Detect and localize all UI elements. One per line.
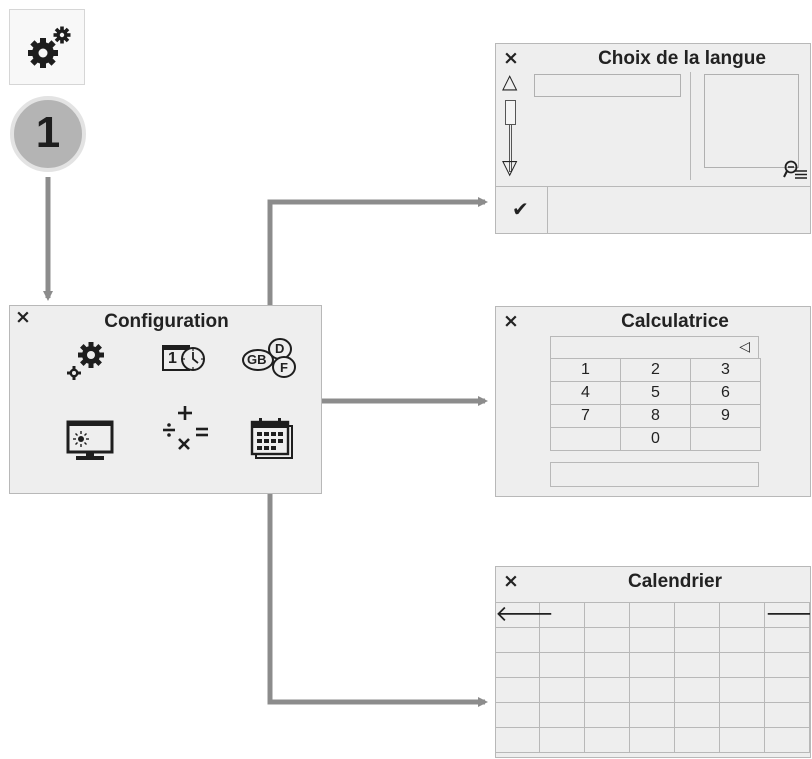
calendar-cell[interactable] bbox=[720, 703, 765, 728]
arrow-configuration-to-language bbox=[267, 197, 488, 334]
calendar-cell[interactable] bbox=[540, 678, 585, 703]
calendar-cell[interactable] bbox=[630, 678, 675, 703]
language-title: Choix de la langue bbox=[598, 48, 766, 69]
calendar-cell[interactable] bbox=[496, 628, 540, 653]
language-divider bbox=[690, 72, 691, 180]
calendar-cell[interactable] bbox=[720, 628, 765, 653]
calendar-grid: 🡐 🡒 bbox=[495, 602, 810, 753]
calendar-cell[interactable] bbox=[585, 703, 630, 728]
calc-key[interactable]: 9 bbox=[690, 404, 761, 428]
date-time-icon-graphic bbox=[162, 345, 205, 371]
calc-key[interactable]: 1 bbox=[550, 358, 621, 382]
calendar-close-button[interactable]: × bbox=[503, 570, 519, 592]
calc-key[interactable]: 5 bbox=[620, 381, 691, 405]
language-footer-divider bbox=[496, 186, 810, 187]
gears-icon bbox=[28, 26, 71, 68]
calendar-cell[interactable] bbox=[765, 678, 810, 703]
calendar-cell[interactable] bbox=[585, 678, 630, 703]
backspace-button[interactable]: ◁ bbox=[739, 339, 750, 355]
language-close-button[interactable]: × bbox=[503, 47, 519, 69]
language-preview-box bbox=[704, 74, 799, 168]
calendar-cell[interactable] bbox=[630, 703, 675, 728]
calendar-title: Calendrier bbox=[628, 571, 722, 592]
calendar-cell[interactable] bbox=[675, 678, 720, 703]
calendar-cell[interactable] bbox=[765, 703, 810, 728]
calc-key[interactable]: 8 bbox=[620, 404, 691, 428]
calendar-cell[interactable] bbox=[675, 653, 720, 678]
calendar-cell[interactable] bbox=[540, 603, 585, 628]
language-badge-d: D bbox=[275, 341, 285, 356]
calc-key[interactable]: 0 bbox=[620, 427, 691, 451]
language-footer-separator bbox=[547, 186, 548, 234]
calendar-cell[interactable] bbox=[540, 628, 585, 653]
calendar-cell[interactable] bbox=[630, 653, 675, 678]
calendar-cell[interactable] bbox=[630, 728, 675, 753]
calendar-cell[interactable] bbox=[496, 703, 540, 728]
calendar-cell[interactable] bbox=[585, 728, 630, 753]
calendar-cell[interactable] bbox=[720, 603, 765, 628]
calendar-cell[interactable] bbox=[720, 678, 765, 703]
language-badge-f: F bbox=[280, 360, 288, 375]
gears-icon-box[interactable] bbox=[9, 9, 85, 85]
calendar-cell[interactable] bbox=[540, 703, 585, 728]
date-digit: 1 bbox=[168, 350, 177, 367]
configuration-panel: × Configuration bbox=[9, 305, 322, 494]
step-number-badge: 1 bbox=[10, 96, 86, 172]
calendar-cell[interactable] bbox=[765, 628, 810, 653]
calc-key[interactable]: 4 bbox=[550, 381, 621, 405]
date-time-icon[interactable]: 1 bbox=[162, 344, 208, 374]
language-panel: × Choix de la langue △ ▽ ✔ bbox=[495, 43, 811, 234]
calculator-icon[interactable] bbox=[160, 402, 212, 464]
configuration-title: Configuration bbox=[104, 311, 229, 332]
calc-key[interactable] bbox=[550, 427, 621, 451]
calendar-cell[interactable] bbox=[496, 653, 540, 678]
scroll-thumb[interactable] bbox=[505, 100, 516, 125]
display-day-night-icon[interactable] bbox=[66, 420, 114, 462]
calendar-next-button[interactable]: 🡒 bbox=[765, 603, 810, 628]
calculator-title: Calculatrice bbox=[621, 311, 729, 332]
calc-key[interactable]: 7 bbox=[550, 404, 621, 428]
language-selected-field[interactable] bbox=[534, 74, 681, 97]
scroll-down-button[interactable]: ▽ bbox=[502, 157, 518, 179]
calculator-result-bar bbox=[550, 462, 759, 487]
calc-key[interactable] bbox=[690, 427, 761, 451]
confirm-button[interactable]: ✔ bbox=[512, 197, 529, 221]
calendar-cell[interactable] bbox=[585, 603, 630, 628]
calendar-panel: × Calendrier 🡐 🡒 bbox=[495, 566, 811, 758]
calendar-cell[interactable] bbox=[675, 728, 720, 753]
calculator-close-button[interactable]: × bbox=[503, 310, 519, 332]
calculator-panel: × Calculatrice ◁ 1 2 3 4 5 6 7 8 9 0 bbox=[495, 306, 811, 497]
settings-gears-icon[interactable] bbox=[63, 336, 109, 382]
calculator-keypad: 1 2 3 4 5 6 7 8 9 0 bbox=[550, 358, 761, 451]
calendar-cell[interactable] bbox=[496, 728, 540, 753]
calendar-cell[interactable] bbox=[675, 603, 720, 628]
calc-key[interactable]: 2 bbox=[620, 358, 691, 382]
calc-key[interactable]: 6 bbox=[690, 381, 761, 405]
calendar-cell[interactable] bbox=[630, 628, 675, 653]
calendar-cell[interactable] bbox=[765, 728, 810, 753]
calendar-cell[interactable] bbox=[675, 703, 720, 728]
calendar-cell[interactable] bbox=[720, 728, 765, 753]
calendar-cell[interactable] bbox=[496, 678, 540, 703]
calendar-cell[interactable] bbox=[630, 603, 675, 628]
calc-key[interactable]: 3 bbox=[690, 358, 761, 382]
configuration-close-button[interactable]: × bbox=[15, 306, 31, 328]
calendar-prev-button[interactable]: 🡐 bbox=[495, 602, 554, 628]
calendar-cell[interactable] bbox=[765, 653, 810, 678]
search-list-icon[interactable] bbox=[783, 160, 809, 180]
arrow-configuration-to-calendar bbox=[267, 468, 488, 707]
calculator-display: ◁ bbox=[550, 336, 759, 359]
calendar-cell[interactable] bbox=[585, 628, 630, 653]
language-bubbles bbox=[242, 338, 296, 378]
calendar-cell[interactable] bbox=[540, 728, 585, 753]
scroll-up-button[interactable]: △ bbox=[502, 71, 518, 93]
calendar-cell[interactable] bbox=[720, 653, 765, 678]
calendar-icon[interactable] bbox=[250, 418, 296, 462]
language-badge-gb: GB bbox=[247, 352, 267, 367]
language-gb-d-f-icon[interactable]: GB D F bbox=[238, 336, 300, 380]
calendar-cell[interactable] bbox=[540, 653, 585, 678]
calendar-cell[interactable] bbox=[585, 653, 630, 678]
calendar-cell[interactable] bbox=[675, 628, 720, 653]
